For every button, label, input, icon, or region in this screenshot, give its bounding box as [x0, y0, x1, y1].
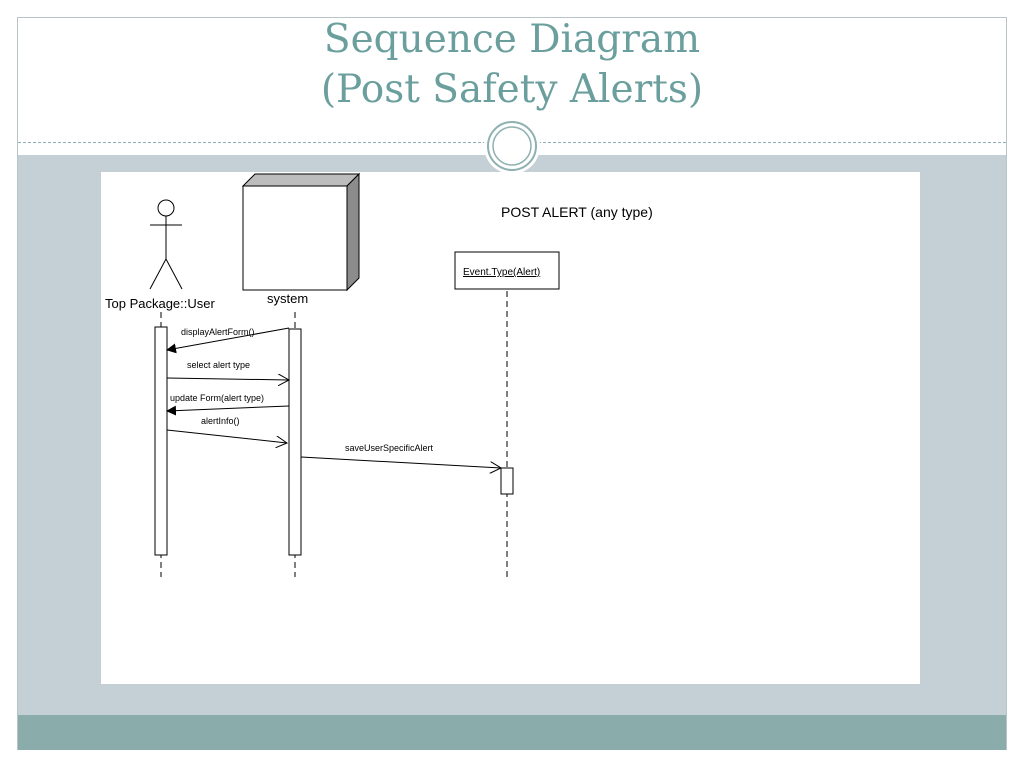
slide-title-line2: (Post Safety Alerts) — [320, 67, 704, 112]
message-alert-info-arrow — [166, 429, 287, 443]
message-update-form-label: update Form(alert type) — [170, 393, 264, 403]
activation-system — [288, 328, 302, 556]
sequence-diagram-svg: POST ALERT (any type) Top Package::User … — [105, 172, 653, 577]
message-save-alert-label: saveUserSpecificAlert — [345, 443, 434, 453]
message-display-alert-form-label: displayAlertForm() — [181, 327, 255, 337]
message-select-alert-type-label: select alert type — [187, 360, 250, 370]
message-select-alert-type-arrow — [166, 378, 289, 380]
circle-ornament — [484, 118, 540, 174]
footer-band — [18, 715, 1006, 750]
message-save-alert-arrow — [300, 456, 501, 468]
message-update-form-arrow — [166, 405, 290, 416]
lifeline-event-label: Event.Type(Alert) — [463, 267, 540, 278]
sequence-diagram: POST ALERT (any type) Top Package::User … — [101, 172, 920, 684]
slide-title-line1: Sequence Diagram — [323, 17, 701, 62]
event-object-box — [454, 251, 560, 290]
activation-event — [500, 467, 514, 495]
system-node — [241, 172, 361, 292]
lifeline-system-label: system — [267, 291, 308, 306]
message-alert-info-label: alertInfo() — [201, 416, 240, 426]
diagram-heading: POST ALERT (any type) — [501, 204, 653, 220]
actor-user-icon — [149, 199, 183, 290]
activation-user — [154, 326, 168, 556]
lifeline-user-label: Top Package::User — [105, 296, 216, 311]
message-display-alert-form-arrow — [166, 327, 290, 354]
